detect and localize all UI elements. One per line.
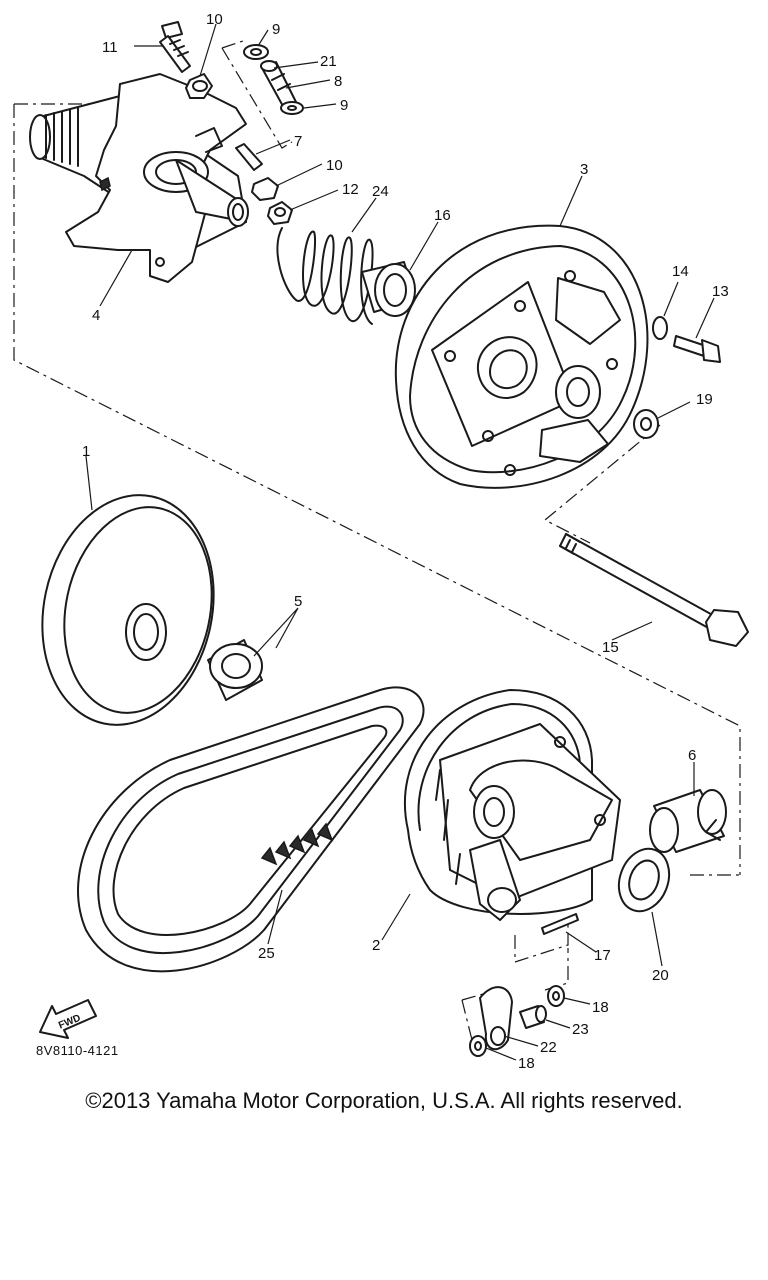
label-p17: 17 — [594, 947, 611, 964]
label-p18a: 18 — [592, 999, 609, 1016]
bolt-13 — [673, 335, 721, 363]
label-p15: 15 — [602, 639, 619, 656]
label-p11: 11 — [102, 39, 118, 56]
label-p13: 13 — [712, 283, 729, 300]
nut-12 — [267, 201, 293, 225]
pin-7 — [235, 143, 263, 171]
bushing-21-pin-8 — [260, 60, 297, 109]
label-p10b: 10 — [326, 157, 343, 174]
sheave-housing-2 — [403, 689, 621, 921]
weight-arm-22 — [479, 986, 513, 1050]
cam-housing-3 — [394, 224, 649, 489]
label-p24: 24 — [372, 183, 389, 200]
exploded-parts-diagram: 11 10 9 21 8 9 7 10 12 24 16 3 4 14 13 1… — [13, 11, 749, 1072]
label-p6: 6 — [688, 747, 696, 764]
v-belt-25 — [77, 686, 425, 973]
seal-20 — [617, 847, 671, 913]
label-p16: 16 — [434, 207, 451, 224]
nut-10b — [251, 177, 279, 201]
label-p12: 12 — [342, 181, 359, 198]
movable-sheave-1 — [41, 494, 215, 726]
fwd-arrow-icon: FWD — [39, 999, 97, 1039]
washer-19 — [633, 409, 659, 439]
leader-lines — [85, 23, 715, 1061]
bolt-11 — [159, 21, 191, 73]
label-p20: 20 — [652, 967, 669, 984]
bolt-15 — [559, 533, 749, 647]
label-p23: 23 — [572, 1021, 589, 1038]
label-p5: 5 — [294, 593, 302, 610]
washer-18a — [547, 985, 565, 1007]
pin-17 — [541, 913, 579, 935]
label-p22: 22 — [540, 1039, 557, 1056]
label-p25: 25 — [258, 945, 275, 962]
label-p9a: 9 — [272, 21, 280, 38]
diagram-code: 8V8110-4121 — [36, 1043, 119, 1058]
label-p3: 3 — [580, 161, 588, 178]
label-p2: 2 — [372, 937, 380, 954]
washer-9a — [243, 44, 269, 60]
label-p7: 7 — [294, 133, 302, 150]
washer-9b — [280, 101, 304, 115]
spring-24 — [276, 227, 374, 325]
label-p4: 4 — [92, 307, 100, 324]
washer-14 — [652, 316, 668, 340]
label-p18b: 18 — [518, 1055, 535, 1072]
bushing-16 — [361, 261, 417, 317]
fixed-sheave-hub — [29, 73, 249, 283]
roller-23 — [519, 1005, 547, 1029]
collar-5 — [207, 639, 263, 701]
label-p21: 21 — [320, 53, 337, 70]
nut-10a — [185, 73, 213, 99]
copyright-notice: ©2013 Yamaha Motor Corporation, U.S.A. A… — [85, 1088, 683, 1113]
label-p19: 19 — [696, 391, 713, 408]
label-p1: 1 — [82, 443, 90, 460]
label-p10a: 10 — [206, 11, 223, 28]
label-p9b: 9 — [340, 97, 348, 114]
label-p14: 14 — [672, 263, 689, 280]
part-number-labels: 11 10 9 21 8 9 7 10 12 24 16 3 4 14 13 1… — [82, 11, 729, 1072]
sleeve-6 — [649, 789, 727, 853]
washer-18b — [469, 1035, 487, 1057]
label-p8: 8 — [334, 73, 342, 90]
